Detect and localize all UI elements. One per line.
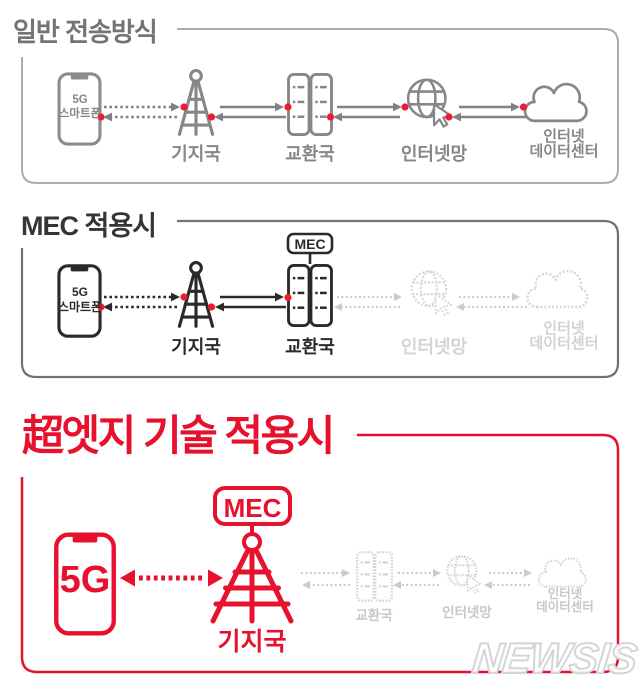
arrow-phone-tower-bidirectional — [120, 569, 223, 587]
internet-globe-icon — [406, 78, 453, 128]
exchange-label: 교환국 — [285, 144, 335, 164]
datacenter-label-line2: 데이터센터 — [536, 600, 594, 614]
section-mec-title: MEC 적용시 — [21, 211, 157, 241]
arrow-tower-to-exchange-faded — [301, 569, 350, 577]
arrow-internet-to-exchange — [333, 112, 400, 122]
internet-globe-icon-faded — [410, 270, 453, 316]
base-station-label: 기지국 — [171, 144, 221, 164]
phone-label-line1: 5G — [72, 94, 88, 106]
internet-label: 인터넷망 — [400, 144, 468, 164]
datacenter-label-faded: 인터넷 데이터센터 — [536, 588, 594, 614]
base-station-icon — [177, 68, 215, 136]
section-edge-faded-arrows — [301, 569, 532, 589]
frame-section-normal — [21, 28, 619, 184]
internet-label-faded: 인터넷망 — [442, 605, 492, 620]
arrow-tower-to-phone — [103, 112, 177, 122]
arrow-internet-to-exchange-faded — [393, 581, 439, 589]
arrow-tower-to-exchange — [220, 102, 284, 112]
newsis-watermark: NEWSIS — [469, 634, 640, 684]
internet-globe-icon-faded — [446, 555, 482, 594]
arrow-internet-to-cloud-faded — [459, 293, 520, 301]
base-station-icon-red — [210, 524, 294, 624]
frame-section-mec — [20, 219, 620, 379]
datacenter-label-line1: 인터넷 — [547, 587, 583, 601]
section-mec-faded-arrows — [334, 293, 527, 311]
phone-5g-label: 5G — [59, 559, 111, 601]
arrow-exchange-to-tower — [215, 302, 286, 312]
datacenter-label-line2: 데이터센터 — [529, 335, 599, 352]
datacenter-cloud-icon — [523, 82, 588, 123]
arrow-tower-to-exchange — [220, 292, 284, 302]
datacenter-cloud-icon-faded — [537, 557, 587, 588]
section-edge-title: 超엣지 기술 적용시 — [22, 412, 335, 459]
arrow-tower-to-phone — [103, 302, 177, 312]
datacenter-label-line1: 인터넷 — [543, 128, 585, 145]
arrow-internet-to-cloud-faded — [489, 569, 532, 577]
frame-section-edge — [20, 433, 620, 674]
datacenter-label: 인터넷 데이터센터 — [529, 129, 598, 159]
phone-label: 5G 스마트폰 — [59, 93, 101, 121]
arrow-exchange-to-internet — [337, 102, 402, 112]
arrow-exchange-to-tower — [214, 112, 286, 122]
arrow-phone-to-tower — [104, 292, 180, 302]
base-station-label: 기지국 — [171, 337, 221, 357]
base-station-label: 기지국 — [217, 628, 287, 656]
mec-badge-label: MEC — [294, 235, 326, 252]
exchange-server-icon — [287, 264, 333, 327]
packet-dots-section-normal — [97, 103, 528, 121]
datacenter-label-line2: 데이터센터 — [529, 143, 599, 160]
arrow-cloud-to-internet — [452, 112, 527, 122]
arrow-phone-to-tower — [104, 102, 180, 112]
section-normal-title: 일반 전송방식 — [13, 17, 158, 47]
section-normal-arrows — [103, 102, 527, 122]
arrow-cloud-to-internet-faded — [484, 581, 530, 589]
internet-label-faded: 인터넷망 — [400, 337, 468, 357]
arrow-cloud-to-internet-faded — [456, 303, 527, 311]
exchange-server-icon — [287, 73, 333, 136]
section-mec-arrows — [103, 292, 286, 312]
packet-dots-section-mec — [97, 293, 292, 311]
exchange-server-icon-faded — [356, 551, 393, 602]
datacenter-cloud-icon-faded — [525, 269, 589, 309]
exchange-label: 교환국 — [285, 337, 335, 357]
arrow-internet-to-exchange-faded — [334, 303, 400, 311]
phone-label-line1: 5G — [71, 285, 89, 299]
arrow-exchange-to-internet-faded — [398, 569, 441, 577]
arrow-exchange-to-internet-faded — [337, 293, 402, 301]
datacenter-label-faded: 인터넷 데이터센터 — [529, 321, 598, 351]
arrow-exchange-to-tower-faded — [302, 581, 350, 589]
mec-badge-label: MEC — [223, 493, 282, 523]
arrow-internet-to-cloud — [459, 102, 520, 112]
exchange-label-faded: 교환국 — [355, 608, 393, 623]
phone-label-line2: 스마트폰 — [57, 299, 103, 314]
phone-label: 5G 스마트폰 — [58, 285, 102, 314]
phone-label-line2: 스마트폰 — [58, 108, 102, 120]
datacenter-label-line1: 인터넷 — [543, 320, 585, 337]
